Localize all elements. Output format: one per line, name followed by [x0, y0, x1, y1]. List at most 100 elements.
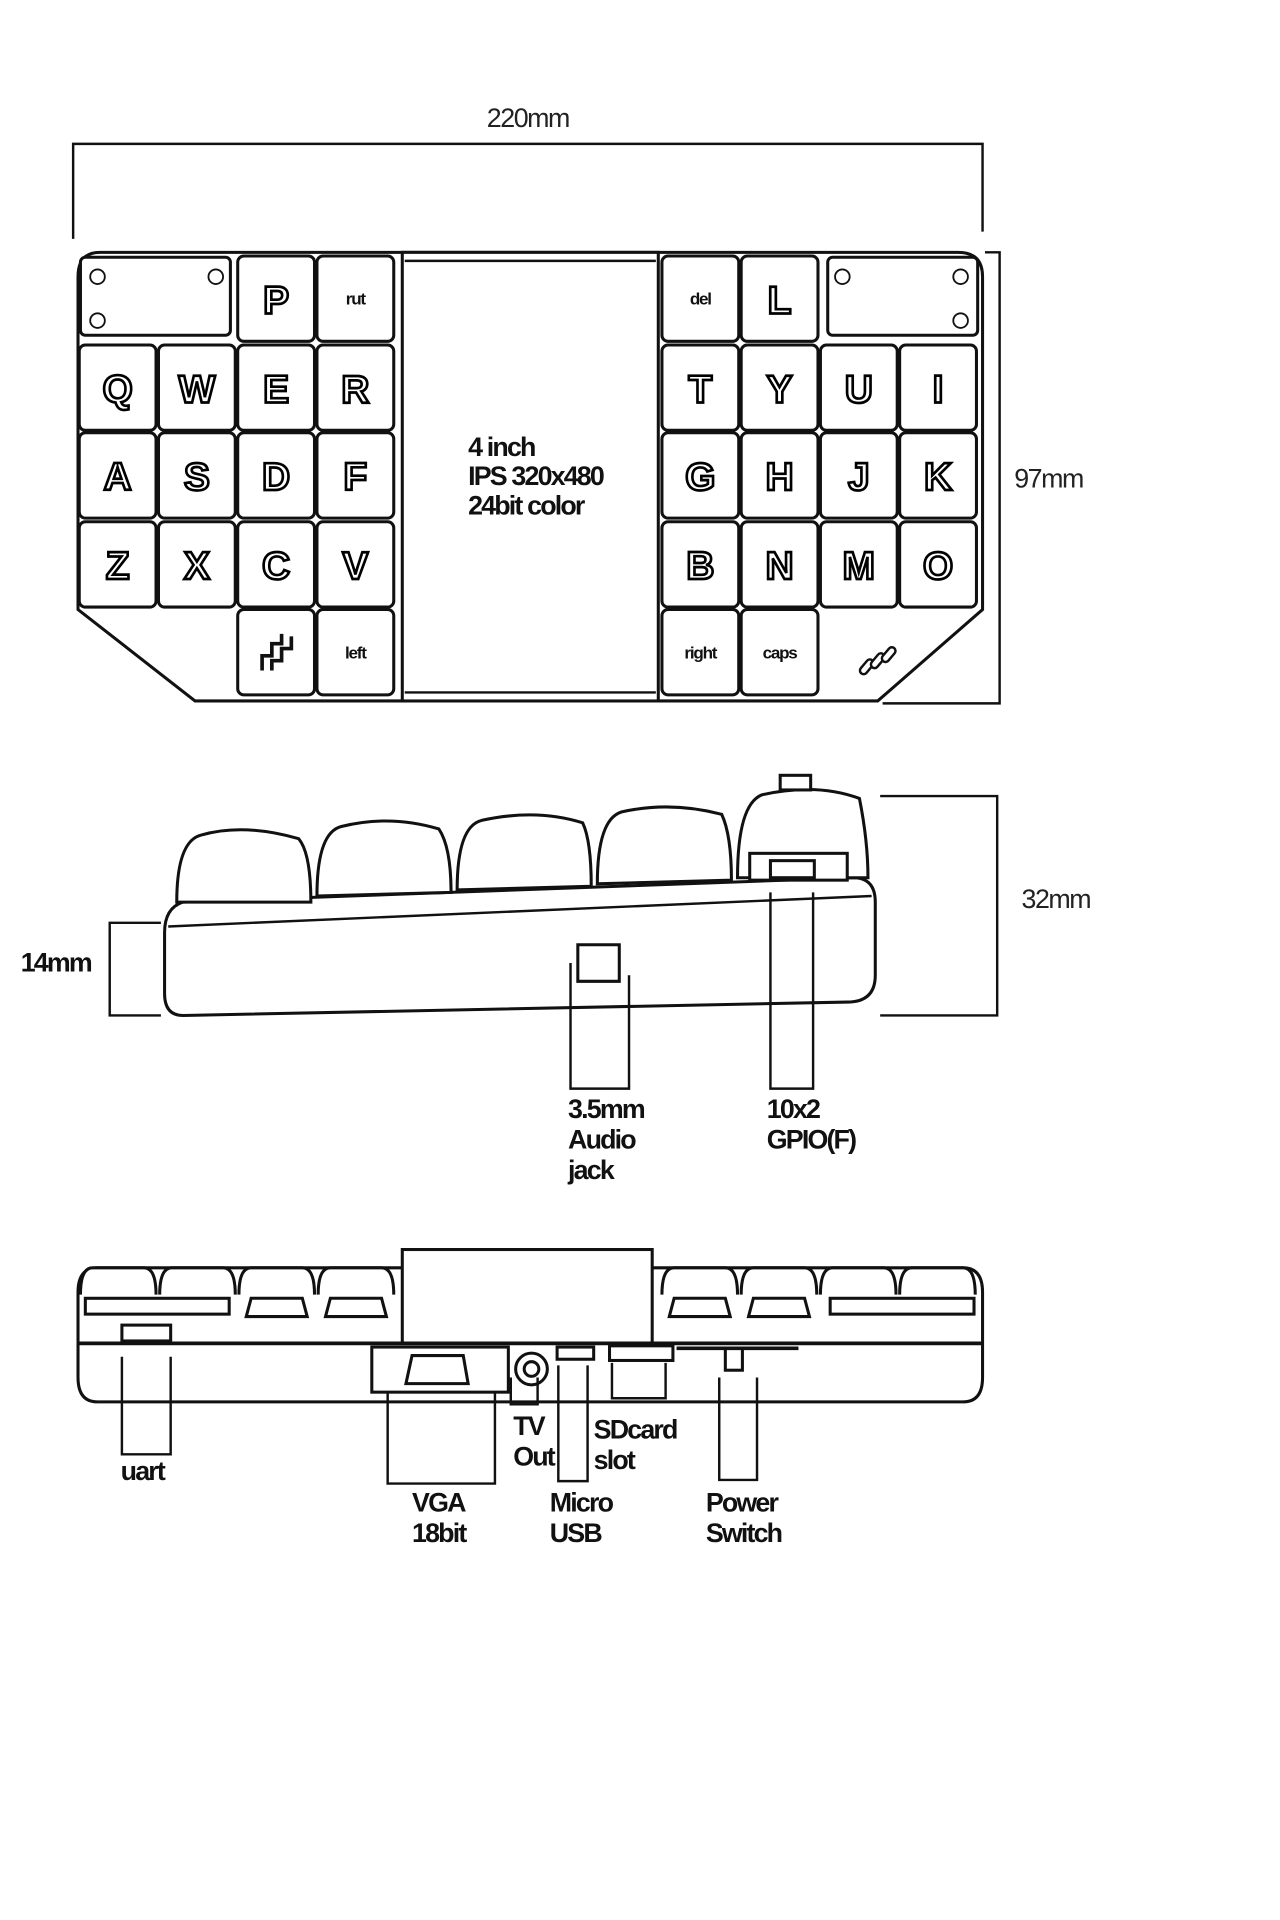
- key-label: D: [262, 456, 290, 499]
- key: [739, 343, 820, 432]
- key: [739, 520, 820, 609]
- key: [315, 520, 396, 609]
- tv-out-label-2: Out: [513, 1441, 556, 1471]
- power-switch-label-1: Power: [706, 1488, 780, 1518]
- front-keycap: [78, 1266, 158, 1295]
- key-label: caps: [763, 643, 798, 662]
- key: [898, 520, 978, 609]
- vga-label-2: 18bit: [412, 1518, 467, 1548]
- front-screen: [400, 1248, 654, 1345]
- screen-resolution-label: IPS 320x480: [468, 461, 604, 491]
- key: [739, 254, 820, 343]
- front-keycap: [898, 1266, 977, 1295]
- vga-label-1: VGA: [412, 1488, 466, 1518]
- key: [315, 254, 396, 343]
- sdcard-label-1: SDcard: [594, 1414, 677, 1444]
- micro-usb-label-1: Micro: [550, 1488, 614, 1518]
- key-label: R: [341, 368, 369, 411]
- micro-usb-label-2: USB: [550, 1518, 603, 1548]
- front-keycap: [660, 1266, 740, 1295]
- key: [77, 343, 158, 432]
- gpio-label-2: GPIO(F): [767, 1124, 856, 1154]
- key-label: V: [342, 545, 368, 588]
- audio-jack-label-3: jack: [567, 1155, 615, 1185]
- key-label: Q: [102, 368, 132, 411]
- key: [660, 343, 741, 432]
- sdcard-slot: [608, 1344, 675, 1362]
- tv-out-label-1: TV: [513, 1411, 546, 1441]
- key: [236, 520, 317, 609]
- key-label: H: [765, 456, 793, 499]
- key-label: S: [184, 456, 210, 499]
- key-label: A: [104, 456, 132, 499]
- gpio-label-1: 10x2: [767, 1094, 820, 1124]
- key-label: T: [688, 368, 712, 411]
- key-label: F: [343, 456, 367, 499]
- micro-usb-port: [555, 1345, 596, 1361]
- key-label: X: [184, 545, 210, 588]
- fn-key-icon: [260, 633, 294, 671]
- key: [660, 520, 741, 609]
- key: [315, 431, 396, 520]
- side-view: 3.5mm Audio jack 10x2 GPIO(F) 32mm 14mm: [21, 773, 1092, 1185]
- width-dimension-bracket: [71, 142, 984, 239]
- front-height-dimension-bracket: [108, 921, 161, 1017]
- key: [156, 343, 237, 432]
- key: [156, 431, 237, 520]
- key: [739, 608, 820, 697]
- key: [660, 431, 741, 520]
- key-label: W: [178, 368, 215, 411]
- key-label: rut: [346, 290, 367, 309]
- height-dimension-bracket: [880, 794, 999, 1017]
- key: [77, 431, 158, 520]
- vent-icon: [858, 646, 897, 676]
- key-label: G: [685, 456, 715, 499]
- key: [315, 608, 396, 697]
- screen-color-label: 24bit color: [468, 490, 586, 520]
- key: [156, 520, 237, 609]
- front-keycap: [818, 1266, 898, 1295]
- key: [77, 520, 158, 609]
- key-label: C: [262, 545, 290, 588]
- key-label: B: [686, 545, 714, 588]
- key-label: J: [848, 456, 870, 499]
- key-label: N: [765, 545, 793, 588]
- key-label: I: [933, 368, 944, 411]
- key: [898, 343, 978, 432]
- key: [660, 254, 741, 343]
- depth-dimension-bracket: [882, 251, 1001, 705]
- front-view: uart VGA 18bit TV Out Micro USB SDcard s…: [76, 1248, 985, 1548]
- key: [739, 431, 820, 520]
- key-label: E: [263, 368, 289, 411]
- key-label: O: [923, 545, 953, 588]
- key: [818, 431, 899, 520]
- key-label: P: [263, 279, 289, 322]
- sdcard-label-2: slot: [594, 1445, 636, 1475]
- key-label: L: [768, 279, 792, 322]
- key-label: Z: [106, 545, 130, 588]
- key-label: del: [690, 290, 711, 309]
- key: [315, 343, 396, 432]
- mount-plate-right: [826, 255, 980, 337]
- key-label: Y: [767, 368, 793, 411]
- front-height-dimension-label: 14mm: [21, 948, 92, 978]
- width-dimension-label: 220mm: [487, 103, 569, 133]
- front-keycap: [237, 1266, 317, 1295]
- power-switch: [723, 1346, 744, 1372]
- height-dimension-label: 32mm: [1022, 884, 1091, 914]
- key: [236, 608, 317, 697]
- key: [818, 343, 899, 432]
- key: [236, 431, 317, 520]
- front-keycap: [739, 1266, 819, 1295]
- key-label: right: [684, 643, 717, 662]
- screen-size-label: 4 inch: [468, 432, 535, 462]
- depth-dimension-label: 97mm: [1014, 464, 1083, 494]
- front-keycap: [158, 1266, 237, 1295]
- key-label: M: [843, 545, 876, 588]
- audio-jack-label-1: 3.5mm: [568, 1094, 645, 1124]
- key: [818, 520, 899, 609]
- key: [236, 343, 317, 432]
